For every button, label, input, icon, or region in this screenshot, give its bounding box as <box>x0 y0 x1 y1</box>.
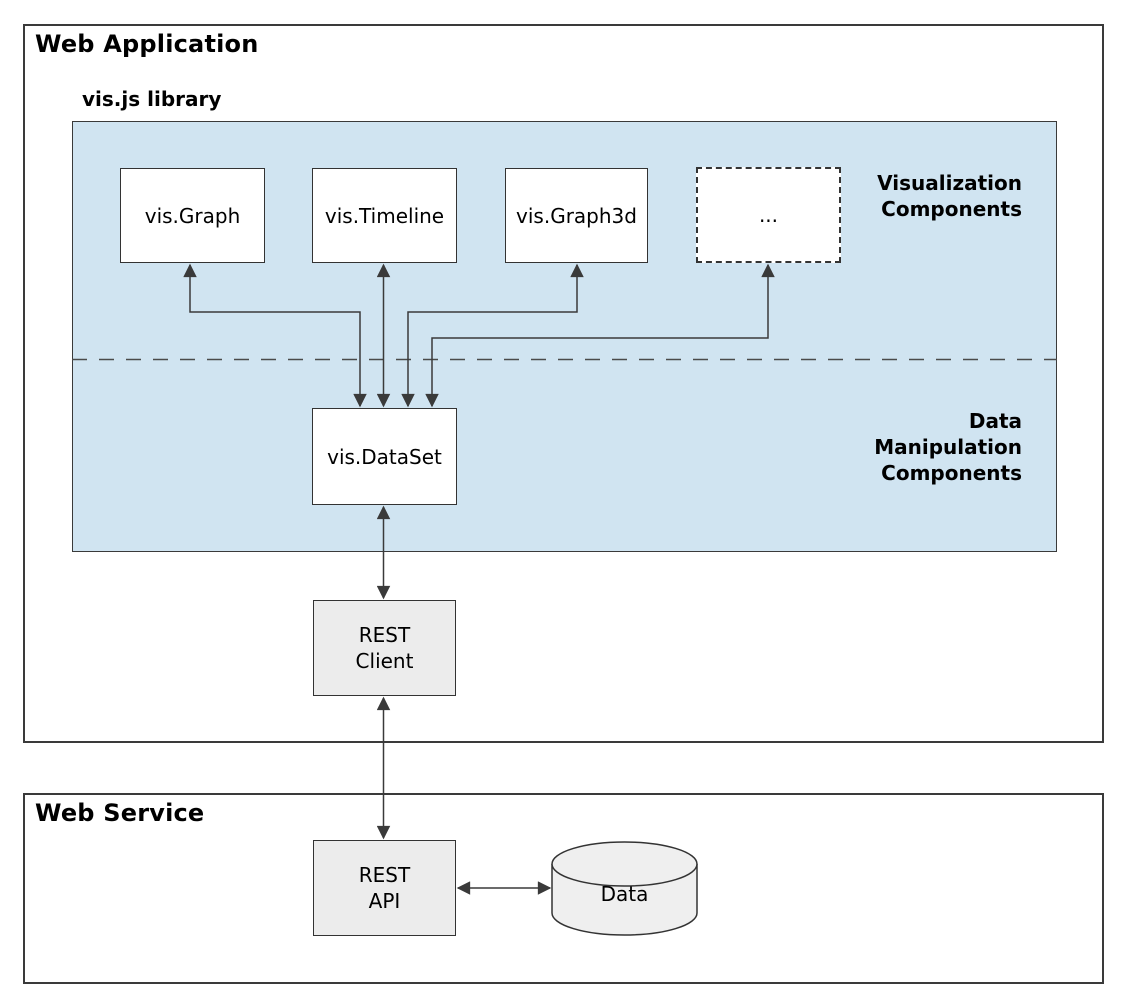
node-vis-dataset: vis.DataSet <box>312 408 457 505</box>
node-vis-timeline: vis.Timeline <box>312 168 457 263</box>
visualization-components-label: Visualization Components <box>877 171 1022 221</box>
node-rest-client-label: REST Client <box>355 623 414 673</box>
web-application-title: Web Application <box>35 30 259 58</box>
web-service-title: Web Service <box>35 799 205 827</box>
node-rest-api: REST API <box>313 840 456 936</box>
visjs-library-title: vis.js library <box>82 87 222 111</box>
node-more-components: ... <box>696 167 841 263</box>
node-vis-dataset-label: vis.DataSet <box>327 444 442 469</box>
node-vis-graph3d: vis.Graph3d <box>505 168 648 263</box>
node-rest-api-label: REST API <box>358 863 411 913</box>
node-rest-client: REST Client <box>313 600 456 696</box>
data-manipulation-components-label: Data Manipulation Components <box>874 409 1022 485</box>
data-cylinder-label: Data <box>600 881 649 906</box>
node-vis-graph-label: vis.Graph <box>144 203 241 228</box>
node-more-components-label: ... <box>758 203 779 227</box>
node-vis-timeline-label: vis.Timeline <box>324 203 445 228</box>
node-vis-graph3d-label: vis.Graph3d <box>516 203 637 228</box>
node-vis-graph: vis.Graph <box>120 168 265 263</box>
